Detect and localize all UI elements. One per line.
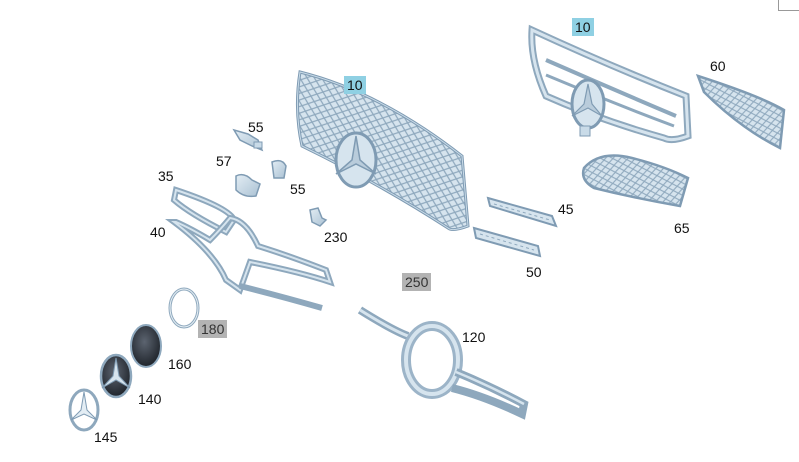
part-label-57: 57 (216, 153, 232, 169)
trim-strip-part-50 (472, 226, 542, 258)
part-label-180: 180 (198, 320, 228, 338)
part-label-45: 45 (558, 201, 574, 217)
bracket-part-55-upper (232, 128, 264, 152)
part-label-50: 50 (526, 264, 542, 280)
part-label-55-lower: 55 (290, 181, 306, 197)
ring-part-180 (168, 287, 200, 329)
ring-frame-part-120 (357, 306, 529, 420)
trim-strip-part-35 (170, 186, 238, 236)
lower-mesh-part-65 (581, 154, 690, 208)
part-label-35: 35 (158, 168, 174, 184)
mesh-insert-part-60 (695, 74, 786, 150)
clip-part-55-lower (271, 159, 287, 179)
corner-frame-mark (778, 0, 799, 11)
star-emblem-part-140 (99, 353, 133, 399)
part-label-10-main: 10 (344, 76, 366, 94)
part-label-40: 40 (150, 224, 166, 240)
emblem-disc-part-160 (130, 324, 162, 368)
trim-strip-part-45 (486, 196, 558, 228)
part-label-60: 60 (710, 58, 726, 74)
part-label-250: 250 (402, 273, 432, 291)
grille-bar-part-40 (165, 214, 335, 311)
part-label-145: 145 (94, 429, 118, 445)
star-emblem-part-145 (68, 388, 100, 432)
part-label-65: 65 (674, 220, 690, 236)
part-label-160: 160 (168, 356, 192, 372)
upper-grille-frame-part-10 (528, 24, 692, 144)
part-label-230: 230 (324, 229, 348, 245)
bracket-part-57 (235, 173, 261, 198)
part-label-55-upper: 55 (248, 119, 264, 135)
part-label-10-frame: 10 (572, 18, 594, 36)
clip-part-230 (309, 207, 328, 227)
part-label-120: 120 (462, 329, 486, 345)
main-grille-part-10 (295, 70, 470, 232)
part-label-140: 140 (138, 391, 162, 407)
